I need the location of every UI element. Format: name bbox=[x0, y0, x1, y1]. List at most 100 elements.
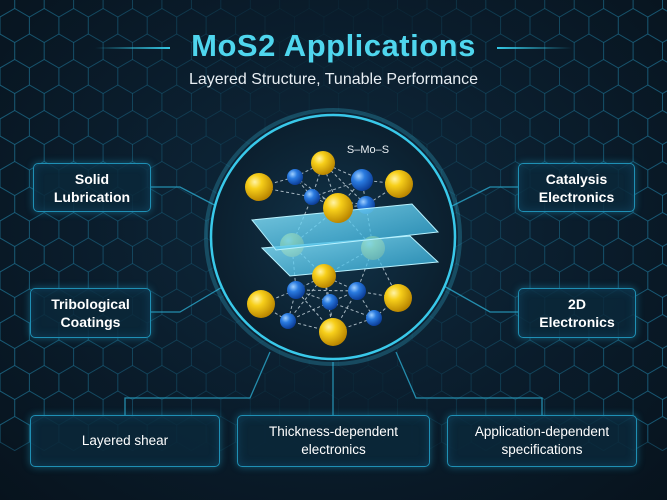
hexagon bbox=[603, 0, 634, 18]
molybdenum-atom bbox=[322, 294, 338, 310]
hexagon bbox=[235, 7, 266, 44]
hexagon bbox=[102, 135, 133, 171]
hexagon bbox=[205, 109, 237, 146]
hexagon bbox=[132, 33, 163, 69]
hexagon bbox=[0, 313, 30, 350]
hexagon bbox=[176, 58, 207, 95]
molybdenum-atom bbox=[287, 169, 303, 185]
hexagon bbox=[455, 84, 487, 120]
hexagon bbox=[161, 339, 192, 375]
hexagon bbox=[411, 109, 443, 146]
bond-line bbox=[258, 186, 313, 198]
hexagon bbox=[470, 109, 502, 146]
hexagon bbox=[132, 0, 163, 18]
hexagon bbox=[647, 262, 667, 299]
hexagon bbox=[146, 313, 178, 350]
hexagon bbox=[161, 135, 192, 171]
hexagon bbox=[647, 313, 667, 350]
hexagon bbox=[43, 135, 75, 171]
hexagon bbox=[617, 58, 649, 95]
hexagon bbox=[485, 33, 516, 69]
hexagon bbox=[176, 211, 207, 248]
hexagon bbox=[647, 415, 667, 452]
hexagon bbox=[411, 7, 443, 44]
hexagon bbox=[14, 33, 45, 69]
hexagon bbox=[529, 58, 560, 95]
hexagon bbox=[485, 0, 516, 18]
hexagon bbox=[485, 135, 516, 171]
hexagon bbox=[14, 339, 45, 375]
hexagon bbox=[455, 186, 487, 222]
hexagon bbox=[617, 364, 649, 401]
sulfur-atom bbox=[384, 284, 412, 312]
box-line: Electronics bbox=[538, 188, 615, 205]
hexagon bbox=[279, 84, 310, 120]
hexagon bbox=[235, 364, 266, 401]
hexagon bbox=[0, 339, 16, 375]
hexagon bbox=[426, 0, 457, 18]
hexagon bbox=[455, 0, 487, 18]
hexagon bbox=[0, 0, 16, 18]
hexagon bbox=[367, 33, 398, 69]
hexagon bbox=[603, 339, 634, 375]
hexagon bbox=[588, 58, 619, 95]
hexagon bbox=[0, 135, 16, 171]
hexagon bbox=[14, 84, 45, 120]
hexagon bbox=[662, 192, 667, 216]
hexagon bbox=[529, 109, 560, 146]
hexagon bbox=[529, 211, 560, 248]
hexagon bbox=[279, 33, 310, 69]
connector-line bbox=[443, 285, 518, 313]
hexagon bbox=[514, 33, 546, 69]
bond-line bbox=[311, 196, 367, 206]
box-line: Thickness-dependent bbox=[268, 424, 399, 439]
hexagon bbox=[529, 7, 560, 44]
hexagon bbox=[220, 33, 251, 69]
hexagon bbox=[441, 58, 472, 95]
hexagon bbox=[588, 109, 619, 146]
hexagon bbox=[146, 364, 178, 401]
hexagon bbox=[647, 211, 667, 248]
molybdenum-atom bbox=[366, 310, 382, 326]
hexagon bbox=[573, 339, 605, 375]
box-line: electronics bbox=[301, 442, 366, 457]
hexagon bbox=[87, 7, 119, 44]
hexagon bbox=[662, 39, 667, 63]
hexagon bbox=[205, 364, 237, 401]
hexagon bbox=[293, 7, 325, 44]
connector-line bbox=[124, 351, 271, 415]
hexagon bbox=[308, 84, 340, 120]
hexagon bbox=[146, 7, 178, 44]
hexagon bbox=[470, 7, 502, 44]
hexagon bbox=[603, 237, 634, 273]
hexagon bbox=[190, 135, 222, 171]
sulfur-atom bbox=[312, 264, 336, 288]
hexagon bbox=[87, 364, 119, 401]
hexagon bbox=[176, 313, 207, 350]
hexagon bbox=[323, 58, 354, 95]
hexagon bbox=[338, 84, 369, 120]
title-line-right bbox=[497, 47, 572, 49]
hexagon bbox=[43, 0, 75, 18]
hexagon bbox=[117, 364, 148, 401]
molybdenum-atom bbox=[304, 189, 320, 205]
hexagon bbox=[117, 7, 148, 44]
title-line-left bbox=[95, 47, 170, 49]
hexagon bbox=[514, 237, 546, 273]
hexagon bbox=[426, 84, 457, 120]
hexagon bbox=[544, 237, 575, 273]
hexagon bbox=[662, 141, 667, 165]
box-line: 2D bbox=[568, 296, 586, 312]
hexagon bbox=[382, 7, 413, 44]
hexagon bbox=[514, 135, 546, 171]
hexagon bbox=[14, 135, 45, 171]
box-line: Solid bbox=[74, 170, 110, 187]
sulfur-atom bbox=[385, 170, 413, 198]
hexagon bbox=[308, 33, 340, 69]
structure-label: S–Mo–S bbox=[347, 144, 389, 156]
hexagon bbox=[0, 211, 30, 248]
hexagon bbox=[43, 33, 75, 69]
hexagon bbox=[249, 0, 281, 18]
hexagon bbox=[352, 58, 384, 95]
